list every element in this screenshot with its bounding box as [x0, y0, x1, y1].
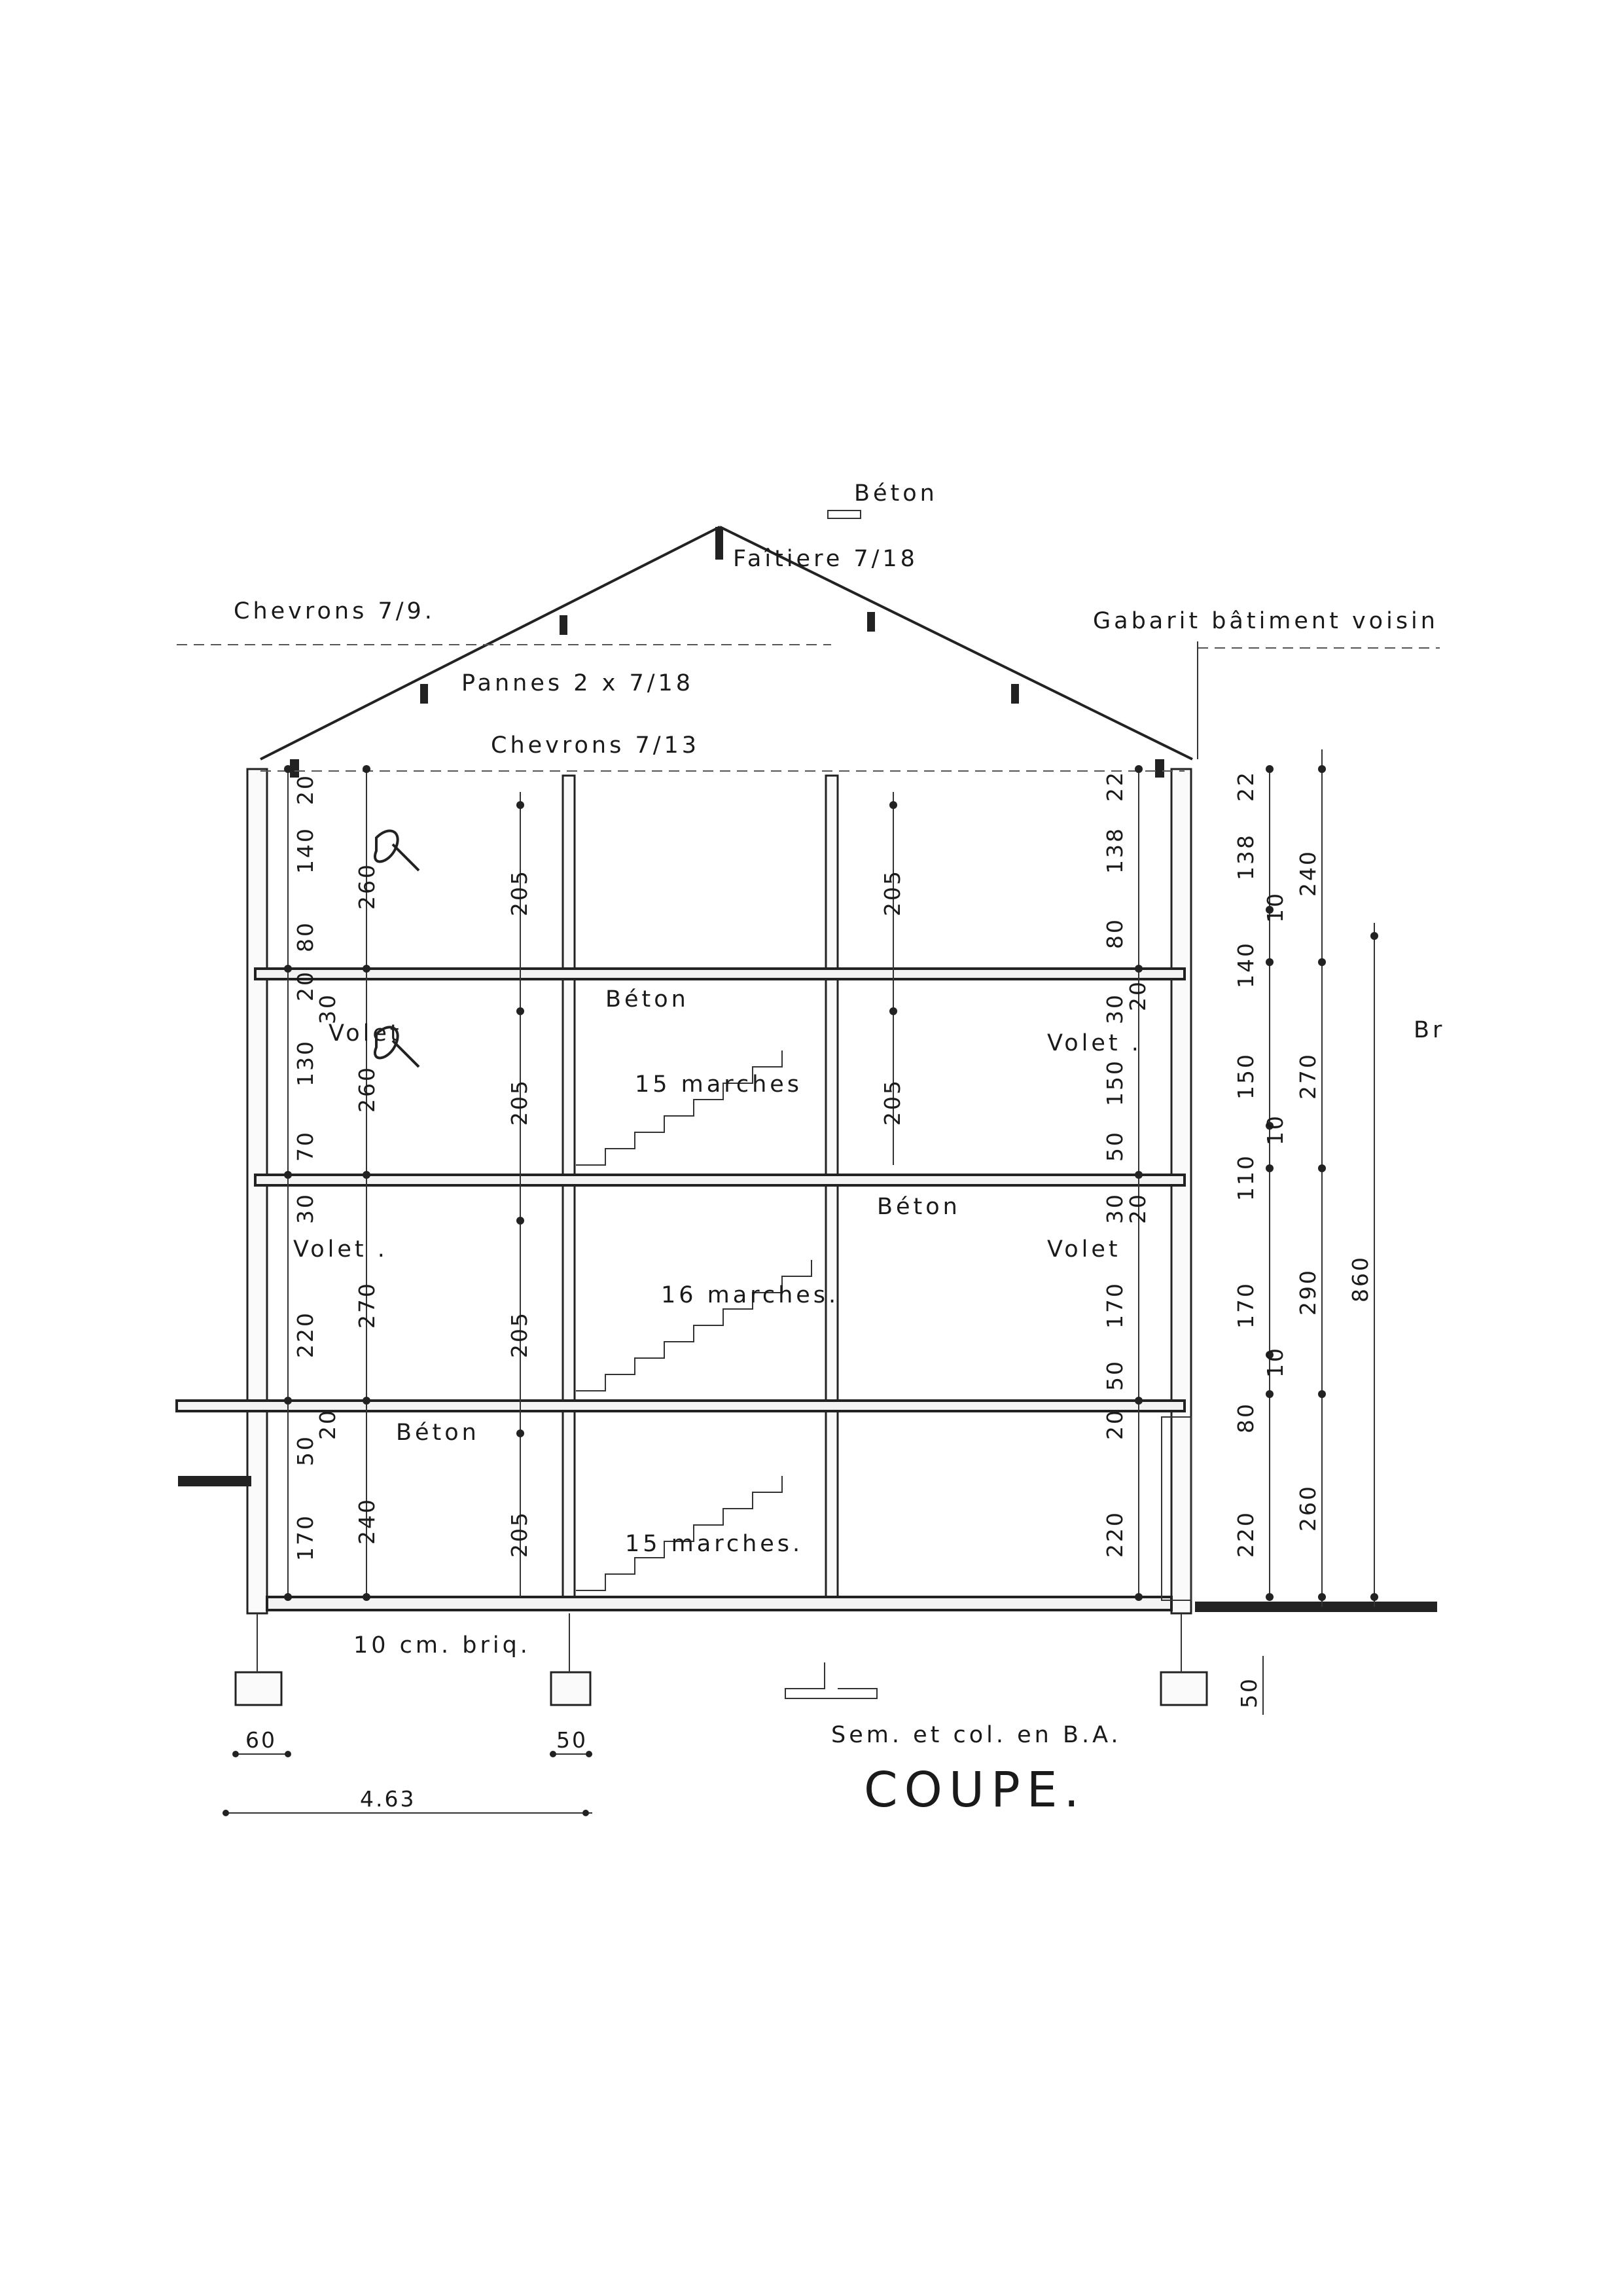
- dim-left-outer: 130: [293, 1039, 318, 1086]
- dim-left-inner: 260: [354, 863, 380, 910]
- label-faitiere: Faîtiere 7/18: [733, 546, 918, 572]
- dim-right-outer: 220: [1233, 1511, 1258, 1558]
- dim-right-total: 270: [1295, 1052, 1321, 1100]
- hand-annotations: [374, 829, 420, 1068]
- label-beton-top: Béton: [854, 480, 938, 507]
- roof: [177, 510, 1440, 778]
- dim-right-total: 290: [1295, 1268, 1321, 1316]
- dim-right-outer: 10: [1262, 891, 1288, 923]
- dim-center-right: 205: [880, 1079, 905, 1126]
- dim-right-inner: 170: [1102, 1282, 1128, 1329]
- label-volet-right-middle: Volet: [1047, 1236, 1121, 1263]
- dim-right-outer: 170: [1233, 1282, 1258, 1329]
- dim-right-inner: 50: [1102, 1359, 1128, 1391]
- dim-left-inner: 240: [354, 1498, 380, 1545]
- dim-center: 205: [507, 1311, 532, 1358]
- dim-footing: 50: [1236, 1677, 1262, 1708]
- dim-bottom-center-footing: 50: [556, 1727, 588, 1753]
- label-beton-ground: Béton: [396, 1420, 480, 1446]
- dim-right-grand-total: 860: [1347, 1255, 1373, 1302]
- dim-left-outer: 50: [293, 1435, 318, 1466]
- label-gabarit: Gabarit bâtiment voisin: [1093, 608, 1438, 634]
- dim-left-inner: 270: [354, 1282, 380, 1329]
- dim-center-right: 205: [880, 869, 905, 916]
- label-brick: 10 cm. briq.: [353, 1632, 531, 1659]
- annotation-labels: Béton Faîtiere 7/18 Chevrons 7/9. Gabari…: [234, 480, 1445, 1818]
- dim-center: 205: [507, 1079, 532, 1126]
- dim-right-inner: 22: [1102, 770, 1128, 802]
- label-beton-floor-1: Béton: [877, 1194, 961, 1220]
- dim-left-outer: 220: [293, 1311, 318, 1358]
- dim-right-inner: 20: [1125, 980, 1150, 1011]
- label-chevrons-7-13: Chevrons 7/13: [491, 732, 700, 759]
- dim-bottom-left-footing: 60: [245, 1727, 277, 1753]
- dim-left-outer: 70: [293, 1130, 318, 1162]
- dim-right-total: 260: [1295, 1484, 1321, 1532]
- dim-right-outer: 80: [1233, 1402, 1258, 1433]
- label-volet-left-middle: Volet .: [293, 1236, 388, 1263]
- stairs: [576, 1050, 812, 1591]
- dim-right-outer: 10: [1262, 1346, 1288, 1378]
- label-cut-edge: Br: [1414, 1017, 1445, 1043]
- dim-left-outer: 20: [293, 970, 318, 1001]
- label-15-marches-upper: 15 marches: [635, 1071, 802, 1098]
- building-frame: [175, 768, 1437, 1706]
- dim-right-outer: 22: [1233, 770, 1258, 802]
- dim-right-inner: 30: [1102, 993, 1128, 1024]
- label-sem-et-col: Sem. et col. en B.A.: [831, 1722, 1122, 1748]
- dim-left-outer: 140: [293, 827, 318, 874]
- dim-left-outer: 20: [315, 1408, 340, 1440]
- label-volet-right-upper: Volet .: [1047, 1030, 1142, 1056]
- dim-right-inner: 30: [1102, 1193, 1128, 1224]
- label-15-marches-lower: 15 marches.: [625, 1531, 803, 1557]
- label-chevrons-7-9: Chevrons 7/9.: [234, 598, 435, 624]
- dim-right-outer: 150: [1233, 1052, 1258, 1100]
- dim-right-outer: 140: [1233, 941, 1258, 988]
- dim-center: 205: [507, 869, 532, 916]
- dim-right-inner: 150: [1102, 1059, 1128, 1106]
- dim-right-outer: 138: [1233, 833, 1258, 880]
- dim-right-inner: 80: [1102, 918, 1128, 949]
- dim-left-outer: 30: [315, 993, 340, 1024]
- drawing-title: COUPE.: [864, 1762, 1086, 1818]
- dim-right-outer: 10: [1262, 1114, 1288, 1145]
- label-pannes: Pannes 2 x 7/18: [461, 670, 694, 696]
- dimension-lines: [223, 749, 1378, 1816]
- dim-right-inner: 220: [1102, 1511, 1128, 1558]
- dimension-values: 20 140 80 20 130 70 30 220 50 170 20 30 …: [245, 770, 1373, 1812]
- dim-left-outer: 20: [293, 774, 318, 805]
- dim-left-outer: 30: [293, 1193, 318, 1224]
- dim-right-inner: 20: [1102, 1408, 1128, 1440]
- dim-left-outer: 170: [293, 1514, 318, 1561]
- dim-bottom-span: 4.63: [360, 1786, 416, 1812]
- dim-left-outer: 80: [293, 921, 318, 952]
- dim-center: 205: [507, 1511, 532, 1558]
- dim-right-inner: 20: [1125, 1193, 1150, 1224]
- dim-left-inner: 260: [354, 1066, 380, 1113]
- label-16-marches: 16 marches.: [661, 1282, 839, 1308]
- dim-right-inner: 138: [1102, 827, 1128, 874]
- dim-right-inner: 50: [1102, 1130, 1128, 1162]
- label-volet-left-upper: Volet: [329, 1020, 402, 1047]
- dim-right-total: 240: [1295, 850, 1321, 897]
- label-beton-floor-2: Béton: [605, 986, 689, 1013]
- dim-right-outer: 110: [1233, 1154, 1258, 1201]
